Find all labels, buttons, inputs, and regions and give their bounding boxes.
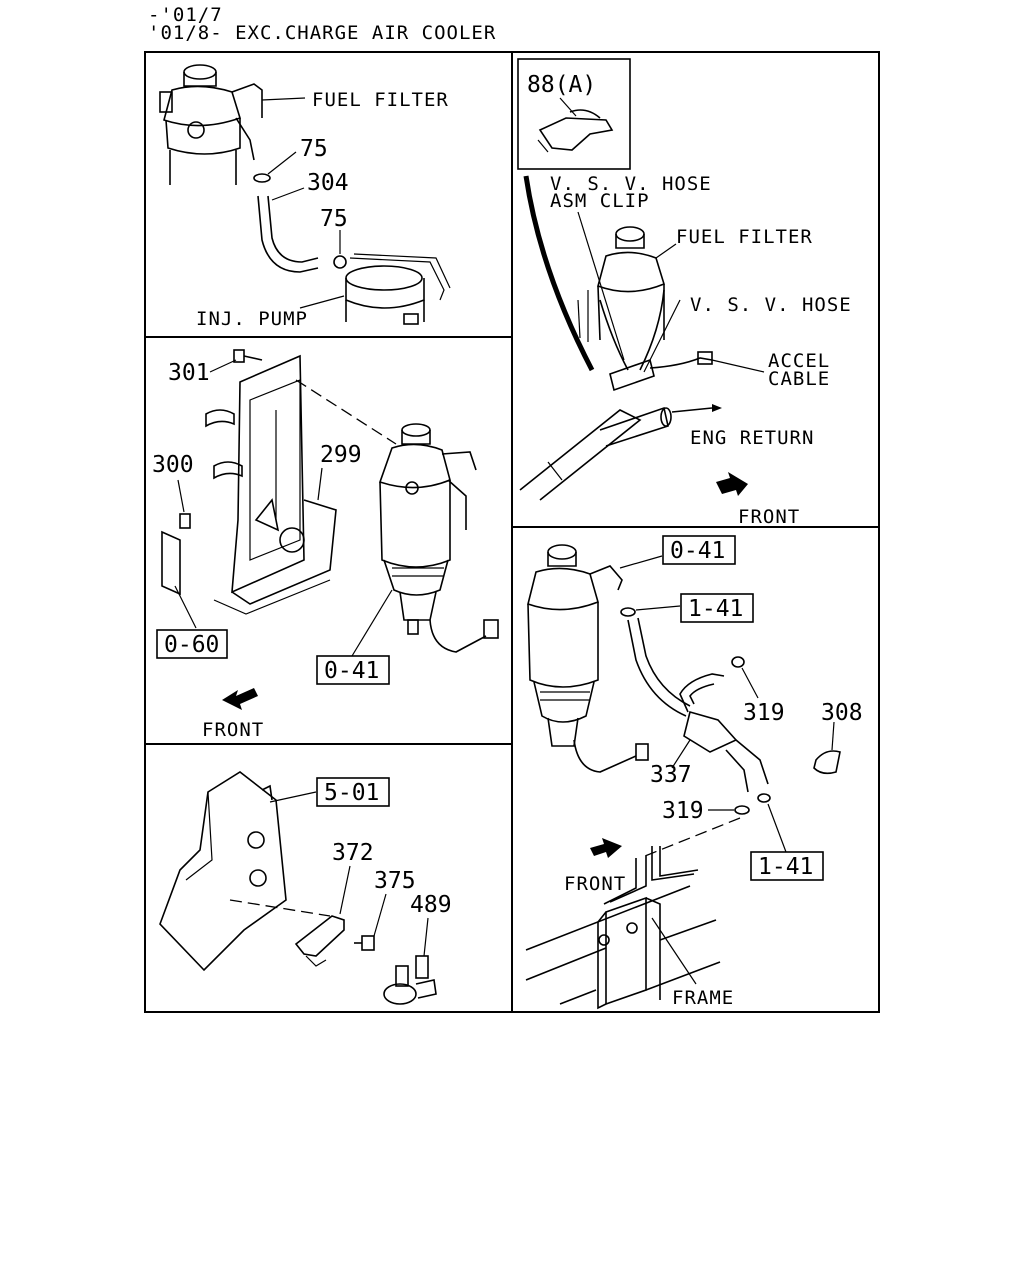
panel-vsv-hose: 88(A) V. S. V. HOSE ASM CLIP FUEL FILTER… xyxy=(517,58,852,528)
hose-clamp xyxy=(253,173,271,183)
clamp-141 xyxy=(620,607,636,617)
hose-clip-assembly xyxy=(609,358,655,392)
mounting-plate xyxy=(161,530,181,596)
label-frame: FRAME xyxy=(672,987,734,1009)
callout-75-lower: 75 xyxy=(320,206,348,232)
fuel-filter-drawing-right xyxy=(577,226,665,342)
vehicle-frame-drawing xyxy=(525,885,721,1010)
fuel-line xyxy=(627,619,687,717)
return-pipe xyxy=(519,409,642,501)
ref-0-60: 0-60 xyxy=(164,632,219,658)
ref-box-0-60 xyxy=(156,629,228,659)
frame-bracket-drawing xyxy=(159,771,287,972)
filter-assembly-drawing xyxy=(378,423,499,653)
injection-pump-drawing xyxy=(345,253,451,325)
ref-1-41-lower: 1-41 xyxy=(758,854,813,880)
hose-clamp-lower xyxy=(333,255,347,269)
header-title: '01/8- EXC.CHARGE AIR COOLER xyxy=(148,22,497,44)
inset-label-88a: 88(A) xyxy=(527,72,596,98)
ref-1-41-upper: 1-41 xyxy=(688,596,743,622)
label-fuel-filter: FUEL FILTER xyxy=(312,89,449,111)
ref-box-1-41-lower xyxy=(750,851,824,881)
label-front-top-right: FRONT xyxy=(738,506,800,528)
label-accel-2: CABLE xyxy=(768,368,830,390)
bolt-300 xyxy=(179,513,191,529)
ref-5-01: 5-01 xyxy=(324,780,379,806)
header-date-range: -'01/7 xyxy=(148,4,223,26)
label-accel-1: ACCEL xyxy=(768,350,830,372)
label-eng-return: ENG RETURN xyxy=(690,427,814,449)
clamp-319-lower xyxy=(734,805,750,815)
callout-337: 337 xyxy=(650,762,692,788)
inline-filter-337 xyxy=(683,711,769,793)
fuel-filter-drawing xyxy=(159,64,263,185)
label-front-bottom-right: FRONT xyxy=(564,873,626,895)
callout-375: 375 xyxy=(374,868,416,894)
fuel-hose xyxy=(257,195,319,273)
ref-box-5-01 xyxy=(316,777,390,807)
panel-fuel-filter-to-pump: FUEL FILTER 75 304 75 INJ. PUMP xyxy=(159,64,451,330)
inset-box xyxy=(517,58,631,170)
front-arrow-icon xyxy=(716,472,748,496)
label-vsv-hose: V. S. V. HOSE xyxy=(690,294,852,316)
panel-valve-bracket: 5-01 372 375 489 xyxy=(159,771,452,1005)
ref-box-0-41 xyxy=(316,655,390,685)
clip-88a xyxy=(537,109,614,153)
callout-304: 304 xyxy=(307,170,349,196)
callout-300: 300 xyxy=(152,452,194,478)
ref-box-1-41-upper xyxy=(680,593,754,623)
callout-489: 489 xyxy=(410,892,452,918)
label-vsv-hose-clip-1: V. S. V. HOSE xyxy=(550,173,712,195)
clamp-319-upper xyxy=(731,656,745,668)
valve-bracket-372 xyxy=(294,915,345,957)
panel-filter-bracket: 301 299 300 0-60 xyxy=(152,349,499,741)
ref-0-41-right: 0-41 xyxy=(670,538,725,564)
callout-372: 372 xyxy=(332,840,374,866)
valve-489 xyxy=(383,955,437,1005)
callout-75-upper: 75 xyxy=(300,136,328,162)
ref-box-0-41-right xyxy=(662,535,736,565)
callout-301: 301 xyxy=(168,360,210,386)
front-arrow-icon xyxy=(590,838,622,858)
vsv-hose-thick xyxy=(523,175,595,372)
panel-fuel-line-to-frame: 0-41 1-41 337 319 308 319 1-41 xyxy=(525,535,863,1010)
front-arrow-icon xyxy=(222,688,258,710)
ref-0-41-left: 0-41 xyxy=(324,658,379,684)
label-fuel-filter-right: FUEL FILTER xyxy=(676,226,813,248)
bracket-drawing xyxy=(205,354,337,615)
label-vsv-hose-clip-2: ASM CLIP xyxy=(550,190,650,212)
bolt-375 xyxy=(354,935,375,951)
clamp-141-lower xyxy=(757,793,771,803)
clip-308 xyxy=(813,750,841,775)
callout-299: 299 xyxy=(320,442,362,468)
fuel-filter-assembly-right xyxy=(527,544,649,773)
label-inj-pump: INJ. PUMP xyxy=(196,308,308,330)
bolt-301 xyxy=(233,349,263,363)
callout-308: 308 xyxy=(821,700,863,726)
callout-319-upper: 319 xyxy=(743,700,785,726)
callout-319-lower: 319 xyxy=(662,798,704,824)
label-front-left: FRONT xyxy=(202,719,264,741)
